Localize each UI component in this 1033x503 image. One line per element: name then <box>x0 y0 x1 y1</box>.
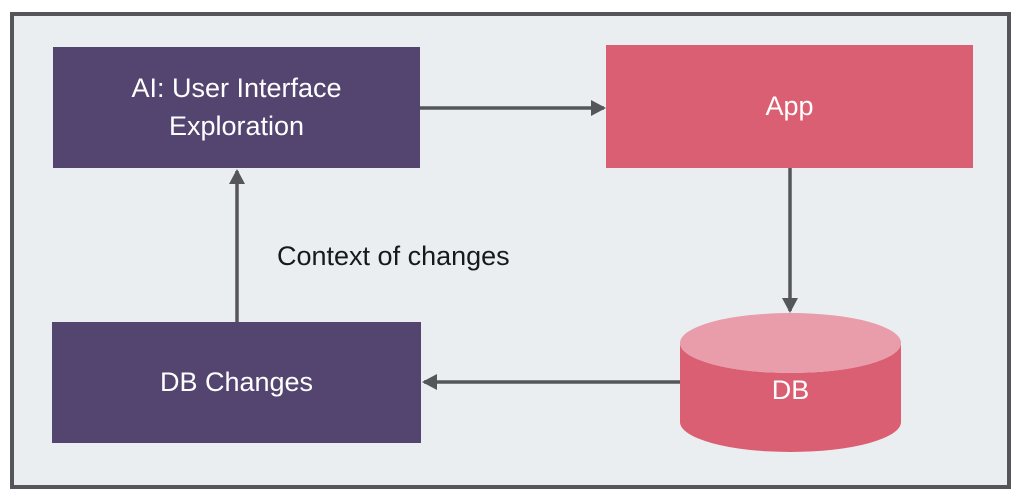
node-db-changes: DB Changes <box>52 322 421 443</box>
node-app-label: App <box>765 90 814 121</box>
node-ai-label: AI: User Interface Exploration <box>131 73 342 141</box>
node-db: DB <box>680 330 901 452</box>
db-cylinder-body <box>680 343 902 453</box>
node-db-changes-label: DB Changes <box>159 366 314 397</box>
edge-label-context-of-changes: Context of changes <box>277 241 510 271</box>
db-cylinder-top <box>680 313 901 373</box>
node-ai-user-interface-exploration: AI: User Interface Exploration <box>53 47 420 168</box>
node-db-cylinder <box>680 313 902 453</box>
node-db-label: DB <box>771 375 810 406</box>
node-app: App <box>606 45 973 168</box>
